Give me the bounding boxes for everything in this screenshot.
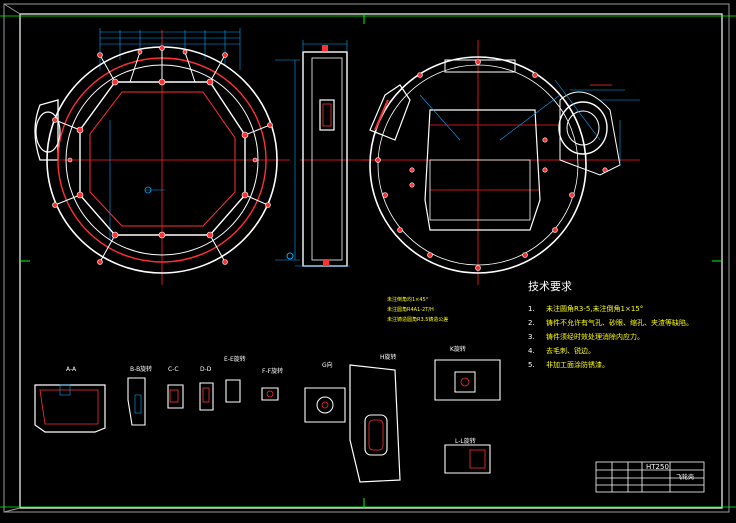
tech-item-text: 去毛刺、锐边。: [546, 347, 595, 355]
note-line-3: 未注铸造圆角R3.5铸造公差: [387, 317, 449, 323]
tech-item-4: 4. 去毛刺、锐边。: [528, 346, 595, 356]
section-label-g: G向: [322, 362, 333, 369]
title-block[interactable]: [595, 461, 705, 493]
section-label-dd: D-D: [200, 366, 212, 373]
tech-item-number: 3.: [528, 333, 535, 341]
note-line-1: 未注倒角均1×45°: [387, 297, 429, 303]
tech-item-1: 1. 未注圆角R3-5,未注倒角1×15°: [528, 304, 643, 314]
inner-frame: [19, 13, 723, 509]
tech-item-number: 5.: [528, 361, 535, 369]
section-label-h: H旋转: [380, 354, 397, 361]
front-view[interactable]: [34, 28, 300, 285]
section-label-ff: F-F旋转: [262, 368, 284, 375]
section-label-aa: A-A: [66, 366, 77, 373]
note-line-2: 未注圆角R4A1-2T/H: [387, 307, 434, 313]
side-view[interactable]: [286, 40, 375, 267]
tech-item-2: 2. 铸件不允许有气孔、砂眼、缩孔、夹渣等缺陷。: [528, 318, 693, 328]
tech-item-5: 5. 非加工面涂防锈漆。: [528, 360, 609, 370]
section-label-bb: B-B旋转: [130, 366, 153, 373]
tech-item-text: 未注圆角R3-5,未注倒角1×15°: [546, 305, 644, 313]
outer-frame: [3, 3, 730, 513]
tech-item-number: 2.: [528, 319, 535, 327]
title-block-drawing-name: 飞轮壳: [676, 474, 695, 481]
title-block-material: HT250: [646, 463, 669, 471]
rear-view[interactable]: [362, 40, 640, 285]
tech-item-number: 4.: [528, 347, 535, 355]
section-label-ll: L-L旋转: [455, 438, 476, 445]
tech-item-text: 非加工面涂防锈漆。: [546, 361, 609, 369]
tech-item-3: 3. 铸件须经时效处理消除内应力。: [528, 332, 644, 342]
section-label-k: K旋转: [450, 346, 466, 353]
section-label-ee: E-E旋转: [224, 356, 246, 363]
section-label-cc: C-C: [168, 366, 179, 373]
tech-item-text: 铸件须经时效处理消除内应力。: [546, 333, 644, 341]
tech-requirements-title: 技术要求: [528, 280, 572, 293]
section-views[interactable]: [34, 359, 501, 483]
tech-item-number: 1.: [528, 305, 535, 313]
tech-item-text: 铸件不允许有气孔、砂眼、缩孔、夹渣等缺陷。: [546, 319, 693, 327]
